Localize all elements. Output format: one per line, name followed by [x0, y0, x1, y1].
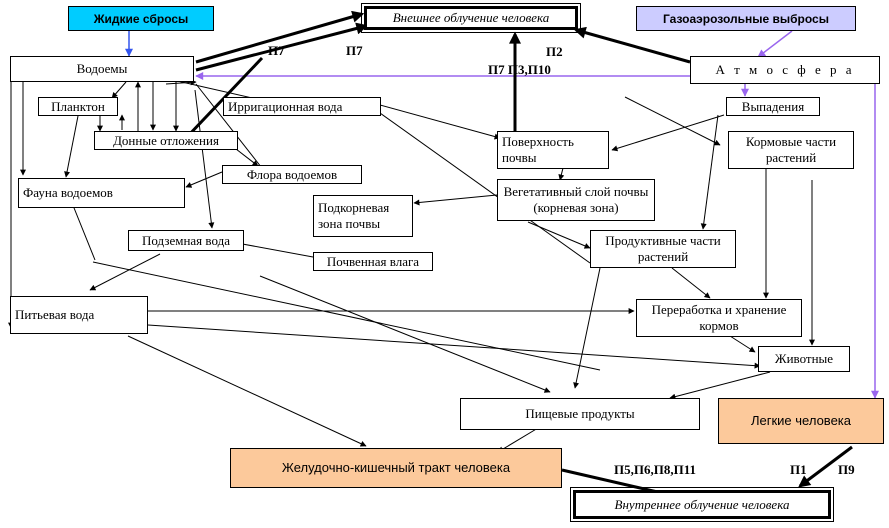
food-products-box: Пищевые продукты — [460, 398, 700, 430]
atmosphere-box: А т м о с ф е р а — [690, 56, 880, 84]
liquid-discharge-box: Жидкие сбросы — [68, 6, 214, 31]
soil-surface-box: Поверхность почвы — [497, 131, 609, 169]
drinking-water-box: Питьевая вода — [10, 296, 148, 334]
bottom-sediments-box: Донные отложения — [94, 131, 238, 150]
label-p7-p3-p10: П7 П3,П10 — [488, 62, 551, 77]
thick-arrows — [184, 10, 853, 503]
external-exposure-box: Внешнее облучение человека — [361, 3, 581, 33]
label-p1: П1 — [790, 462, 807, 477]
gas-aerosol-box: Газоаэрозольные выбросы — [636, 6, 856, 31]
label-p7-right: П7 — [346, 43, 363, 58]
vegetative-layer-box: Вегетативный слой почвы (корневая зона) — [497, 179, 655, 221]
irrigation-water-box: Ирригационная вода — [223, 97, 381, 116]
lungs-box: Легкие человека — [718, 398, 884, 444]
subroot-zone-box: Подкорневая зона почвы — [313, 195, 413, 237]
soil-moisture-box: Почвенная влага — [313, 252, 433, 271]
fallout-box: Выпадения — [726, 97, 820, 116]
label-p5-p6-p8-p11: П5,П6,П8,П11 — [614, 462, 696, 477]
aquatic-fauna-box: Фауна водоемов — [18, 178, 185, 208]
forage-parts-box: Кормовые части растений — [728, 131, 854, 169]
animals-box: Животные — [758, 346, 850, 372]
groundwater-box: Подземная вода — [128, 230, 244, 251]
feed-processing-box: Переработка и хранение кормов — [636, 299, 802, 337]
label-p7-left: П7 — [268, 43, 285, 58]
label-p2: П2 — [546, 44, 563, 59]
productive-parts-box: Продуктивные части растений — [590, 230, 736, 268]
water-bodies-box: Водоемы — [10, 56, 194, 82]
colored-arrows — [125, 30, 879, 399]
label-p9: П9 — [838, 462, 855, 477]
gi-tract-box: Желудочно-кишечный тракт человека — [230, 448, 562, 488]
internal-exposure-box: Внутреннее облучение человека — [570, 487, 834, 522]
plankton-box: Планктон — [38, 97, 118, 116]
aquatic-flora-box: Флора водоемов — [222, 165, 362, 184]
